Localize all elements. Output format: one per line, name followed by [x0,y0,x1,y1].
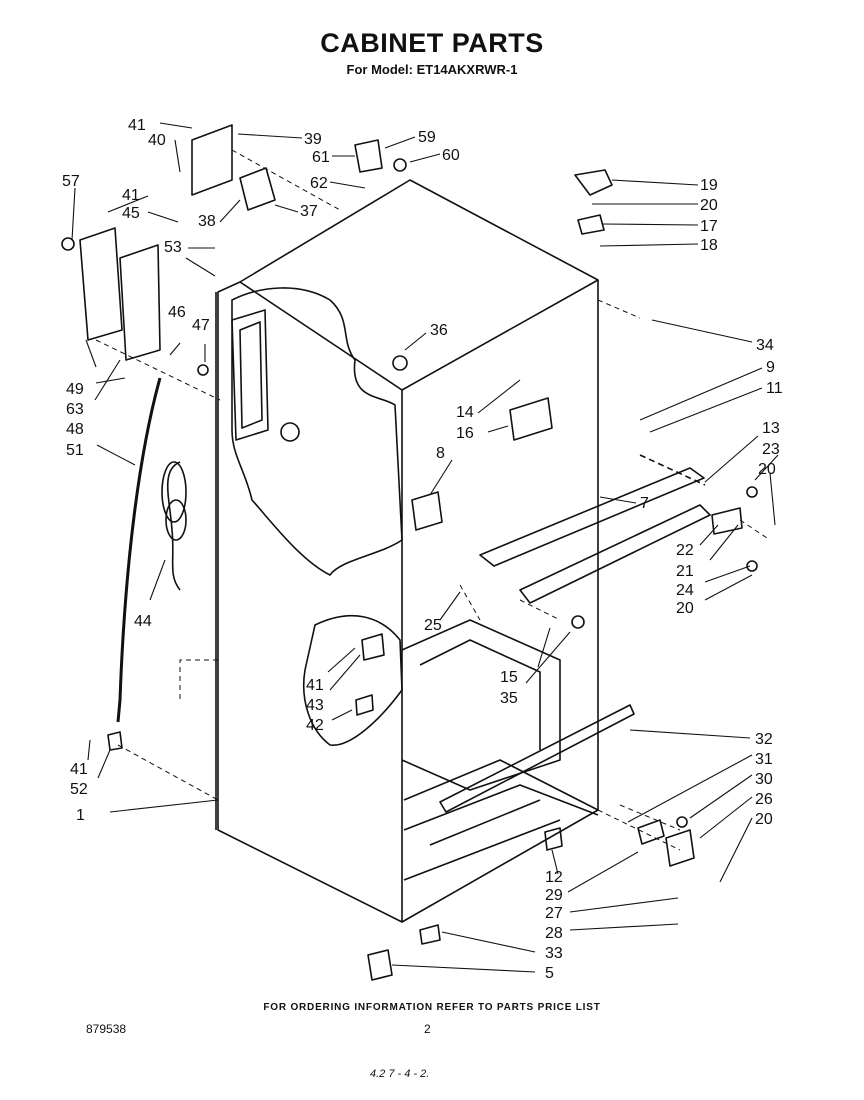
label-33: 33 [545,945,563,962]
label-48: 48 [66,421,84,438]
label-20c: 20 [676,600,694,617]
bracket-39 [191,124,233,196]
label-15: 15 [500,669,518,686]
label-47: 47 [192,317,210,334]
drain-tube-51 [116,377,162,723]
label-31: 31 [755,751,773,768]
power-cord-44 [166,461,181,591]
label-9: 9 [766,359,775,376]
label-24: 24 [676,582,694,599]
label-21: 21 [676,563,694,580]
label-39: 39 [304,131,322,148]
document-number: 879538 [86,1022,127,1036]
liner-cutout-lower [302,614,403,746]
model-subtitle: For Model: ET14AKXRWR-1 [346,62,518,77]
label-40: 40 [148,132,166,149]
hinge-16 [509,397,553,441]
label-52: 52 [70,781,88,798]
label-30: 30 [755,771,773,788]
label-12: 12 [545,869,563,886]
label-53: 53 [164,239,182,256]
label-7: 7 [640,495,649,512]
roller-5 [367,949,393,981]
label-8: 8 [436,445,445,462]
label-28: 28 [545,925,563,942]
label-13: 13 [762,420,780,437]
label-23: 23 [762,441,780,458]
label-41: 41 [128,117,146,134]
page-title: CABINET PARTS [320,28,544,58]
label-41b: 41 [122,187,140,204]
label-20d: 20 [755,811,773,828]
front-rail-7 [479,467,705,567]
label-59: 59 [418,129,436,146]
hinge-cover-19 [574,169,613,196]
label-57: 57 [62,173,80,190]
label-11: 11 [766,380,783,397]
label-1: 1 [76,807,85,824]
label-18: 18 [700,237,718,254]
label-49: 49 [66,381,84,398]
label-19: 19 [700,177,718,194]
label-45: 45 [122,205,140,222]
label-20b: 20 [758,461,776,478]
label-41d: 41 [70,761,88,778]
label-29: 29 [545,887,563,904]
label-62: 62 [310,175,328,192]
panel-49 [79,227,123,341]
bottom-rail-32 [439,704,635,813]
label-42: 42 [306,717,324,734]
label-17: 17 [700,218,718,235]
front-rail-13 [519,504,711,604]
label-46: 46 [168,304,186,321]
label-36: 36 [430,322,448,339]
label-14: 14 [456,404,474,421]
label-5: 5 [545,965,554,982]
page-number: 2 [424,1022,431,1036]
label-41c: 41 [306,677,324,694]
cabinet-top [239,179,599,391]
cabinet-right-side [401,280,599,923]
panel-63 [119,244,161,361]
label-16: 16 [456,425,474,442]
cabinet-left-side [217,281,403,923]
label-35: 35 [500,690,518,707]
label-34: 34 [756,337,774,354]
label-51: 51 [66,442,84,459]
label-32: 32 [755,731,773,748]
liner-cutout-upper [231,287,403,576]
label-22: 22 [676,542,694,559]
label-43: 43 [306,697,324,714]
label-61: 61 [312,149,330,166]
label-38: 38 [198,213,216,230]
label-60: 60 [442,147,460,164]
handwritten-mark: 4.2 7 - 4 - 2. [370,1068,430,1080]
label-63: 63 [66,401,84,418]
label-37: 37 [300,203,318,220]
label-27: 27 [545,905,563,922]
label-44: 44 [134,613,152,630]
ordering-note: FOR ORDERING INFORMATION REFER TO PARTS … [263,1002,601,1013]
label-20: 20 [700,197,718,214]
label-25: 25 [424,617,442,634]
label-26: 26 [755,791,773,808]
bracket-8 [411,491,443,531]
